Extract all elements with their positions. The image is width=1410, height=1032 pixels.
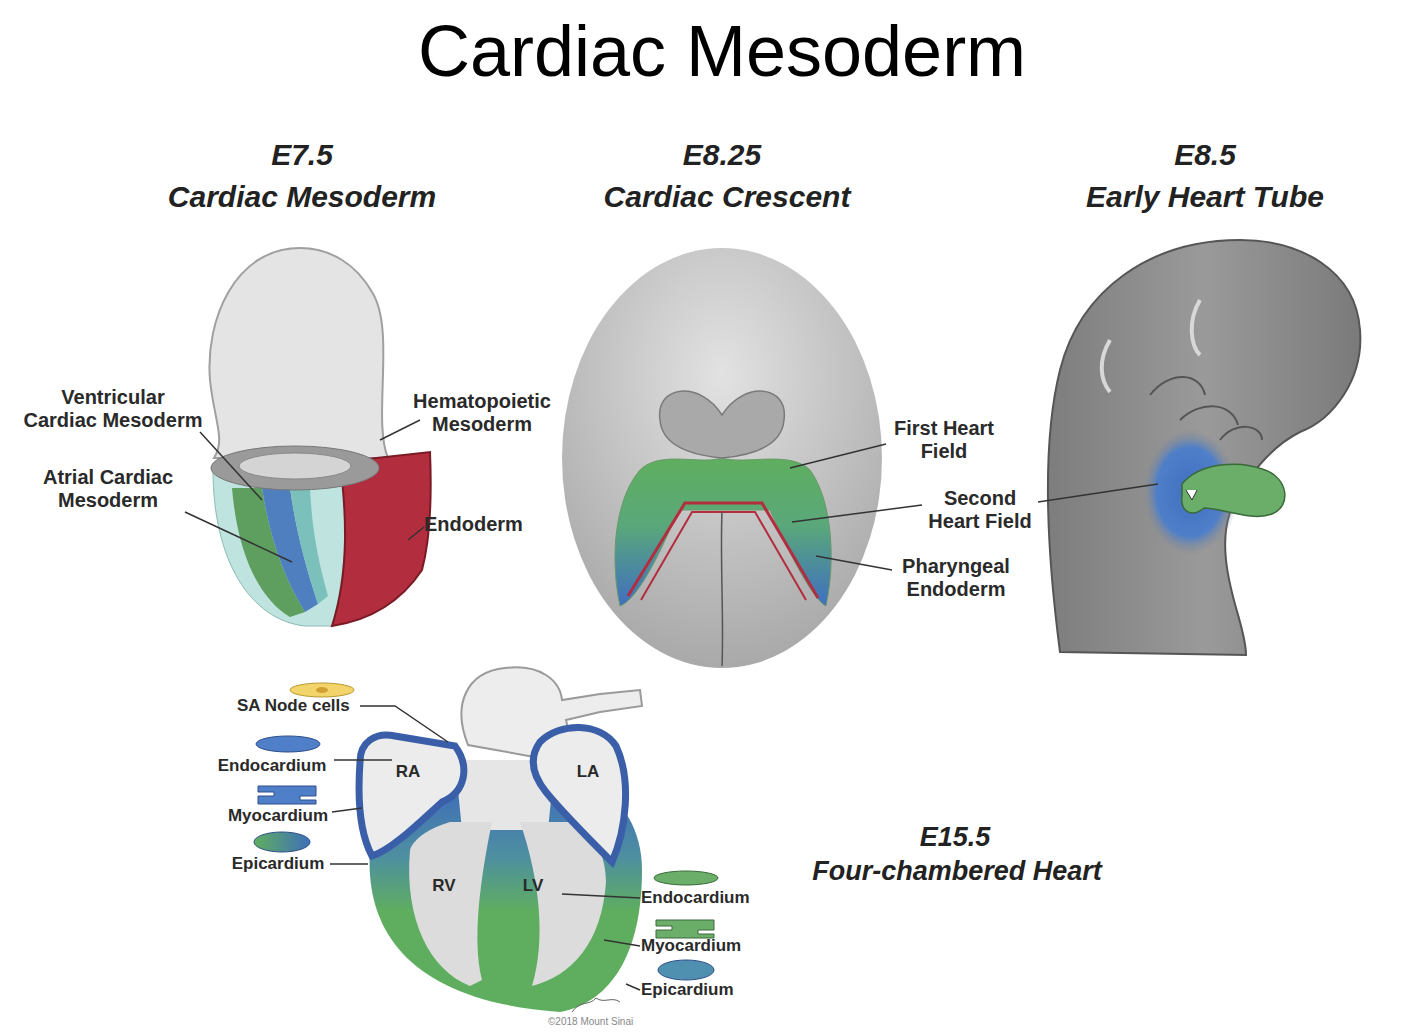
e75-embryo-shape — [380, 420, 420, 440]
cardiac-crescent-embryo-shape — [628, 503, 818, 598]
stage-label: E8.5 — [1025, 138, 1385, 173]
cardiac-crescent-embryo-shape — [816, 556, 892, 570]
four-chambered-heart — [254, 667, 718, 1012]
four-chambered-heart-shape — [316, 687, 328, 693]
page-title: Cardiac Mesoderm — [272, 10, 1172, 93]
cell-type-label: Epicardium — [208, 854, 348, 874]
cardiac-crescent-embryo-shape — [721, 512, 722, 666]
copyright-note: ©2018 Mount Sinai — [548, 1016, 633, 1028]
heart-tube-embryo-shape — [1048, 240, 1361, 655]
cell-type-label: Epicardium — [641, 980, 734, 1000]
four-chambered-heart-shape — [656, 920, 714, 938]
chamber-label: RV — [424, 876, 464, 896]
stage-label: E8.25 — [542, 138, 902, 173]
e75-embryo — [185, 248, 431, 626]
heart-tube-embryo-shape — [1192, 300, 1200, 355]
region-label: Second Heart Field — [920, 487, 1040, 533]
four-chambered-heart-shape — [658, 960, 714, 980]
four-chambered-heart-shape — [330, 863, 368, 865]
panel-heading: Cardiac Crescent — [537, 180, 917, 215]
four-chambered-heart-shape — [562, 894, 640, 898]
heart-tube-embryo-shape — [1038, 484, 1158, 502]
heart-tube-embryo — [1038, 240, 1360, 655]
four-chambered-heart-shape — [572, 998, 620, 1012]
four-chambered-heart-shape — [332, 808, 362, 812]
region-label: Hematopoietic Mesoderm — [402, 390, 562, 436]
four-chambered-heart-shape — [533, 727, 625, 862]
cell-type-label: Myocardium — [208, 806, 348, 826]
stage-label: E7.5 — [122, 138, 482, 173]
four-chambered-heart-shape — [359, 735, 464, 856]
heart-tube-embryo-shape — [1102, 340, 1110, 392]
panel-heading: Four-chambered Heart — [777, 856, 1137, 887]
four-chambered-heart-shape — [256, 736, 320, 752]
e75-embryo-shape — [239, 453, 351, 479]
e75-embryo-shape — [408, 527, 424, 540]
cardiac-crescent-embryo-shape — [615, 458, 831, 606]
e75-embryo-shape — [209, 248, 388, 458]
four-chambered-heart-shape — [258, 786, 316, 804]
region-label: Pharyngeal Endoderm — [886, 555, 1026, 601]
cell-type-label: Endocardium — [641, 888, 750, 908]
heart-tube-embryo-shape — [1182, 464, 1285, 516]
heart-tube-embryo-shape — [1150, 377, 1262, 440]
four-chambered-heart-shape — [334, 759, 392, 761]
cell-type-label: Myocardium — [641, 936, 741, 956]
four-chambered-heart-shape — [604, 940, 640, 946]
region-label: Ventricular Cardiac Mesoderm — [22, 386, 204, 432]
cardiac-crescent-embryo — [562, 248, 922, 668]
four-chambered-heart-shape — [360, 706, 448, 742]
cardiac-crescent-embryo-shape — [790, 444, 886, 468]
chamber-label: LV — [513, 876, 553, 896]
chamber-label: RA — [388, 762, 428, 782]
four-chambered-heart-shape — [626, 984, 640, 990]
four-chambered-heart-shape — [254, 832, 310, 852]
cell-type-label: SA Node cells — [237, 696, 350, 716]
cardiac-crescent-embryo-shape — [792, 505, 922, 522]
chamber-label: LA — [568, 762, 608, 782]
four-chambered-heart-shape — [290, 683, 354, 697]
region-label: Atrial Cardiac Mesoderm — [17, 466, 199, 512]
four-chambered-heart-shape — [409, 822, 492, 986]
panel-heading: Cardiac Mesoderm — [112, 180, 492, 215]
e75-embryo-shape — [211, 446, 379, 490]
region-label: Endoderm — [424, 513, 523, 536]
e75-embryo-shape — [185, 512, 292, 562]
e75-embryo-shape — [290, 488, 328, 604]
cardiac-crescent-embryo-shape — [641, 512, 806, 600]
panel-heading: Early Heart Tube — [1015, 180, 1395, 215]
cardiac-crescent-embryo-shape — [562, 248, 882, 668]
e75-embryo-shape — [200, 432, 262, 500]
cardiac-crescent-embryo-shape — [660, 391, 785, 458]
four-chambered-heart-shape — [654, 871, 718, 885]
cell-type-label: Endocardium — [202, 756, 342, 776]
region-label: First Heart Field — [887, 417, 1002, 463]
e75-embryo-shape — [213, 470, 345, 626]
stage-label: E15.5 — [805, 822, 1105, 853]
heart-tube-embryo-shape — [1186, 490, 1197, 500]
